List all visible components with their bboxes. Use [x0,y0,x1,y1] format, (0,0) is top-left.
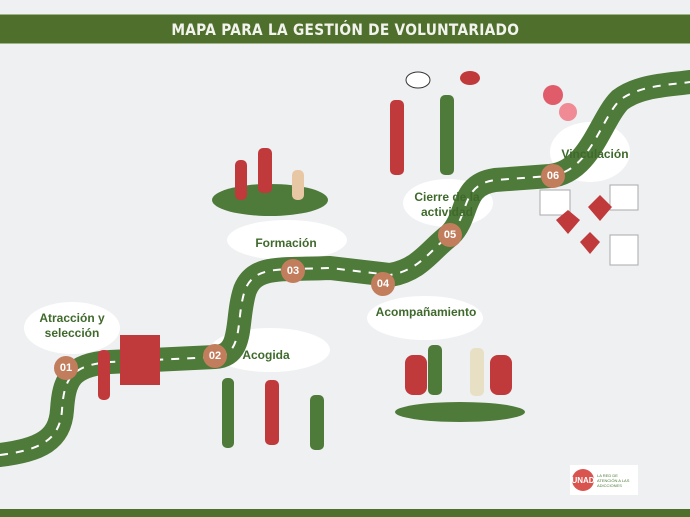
step-2-label: Acogida [242,348,290,362]
logo-mark: UNAD [571,469,595,491]
step-4-badge: 04 [371,272,395,296]
step-3-badge: 03 [281,259,305,283]
unad-logo: UNAD LA RED DE ATENCIÓN A LAS ADICCIONES [570,465,638,495]
step-5-label: Cierre de la actividad [414,190,480,219]
logo-tagline: LA RED DE ATENCIÓN A LAS ADICCIONES [597,472,630,488]
step-6-label: Vinculación [561,147,629,161]
step-1-badge: 01 [54,356,78,380]
title-bar: MAPA PARA LA GESTIÓN DE VOLUNTARIADO [0,14,690,44]
step-3-label: Formación [255,236,317,250]
step-6-badge: 06 [541,164,565,188]
illustrations [98,71,639,450]
step-5-badge: 05 [438,223,462,247]
step-4-label: Acompañamiento [375,305,477,319]
step-1-label: Atracción y selección [39,311,105,340]
clouds [24,122,630,372]
bottom-bar [0,509,690,517]
step-2-badge: 02 [203,344,227,368]
page-title: MAPA PARA LA GESTIÓN DE VOLUNTARIADO [171,19,519,39]
